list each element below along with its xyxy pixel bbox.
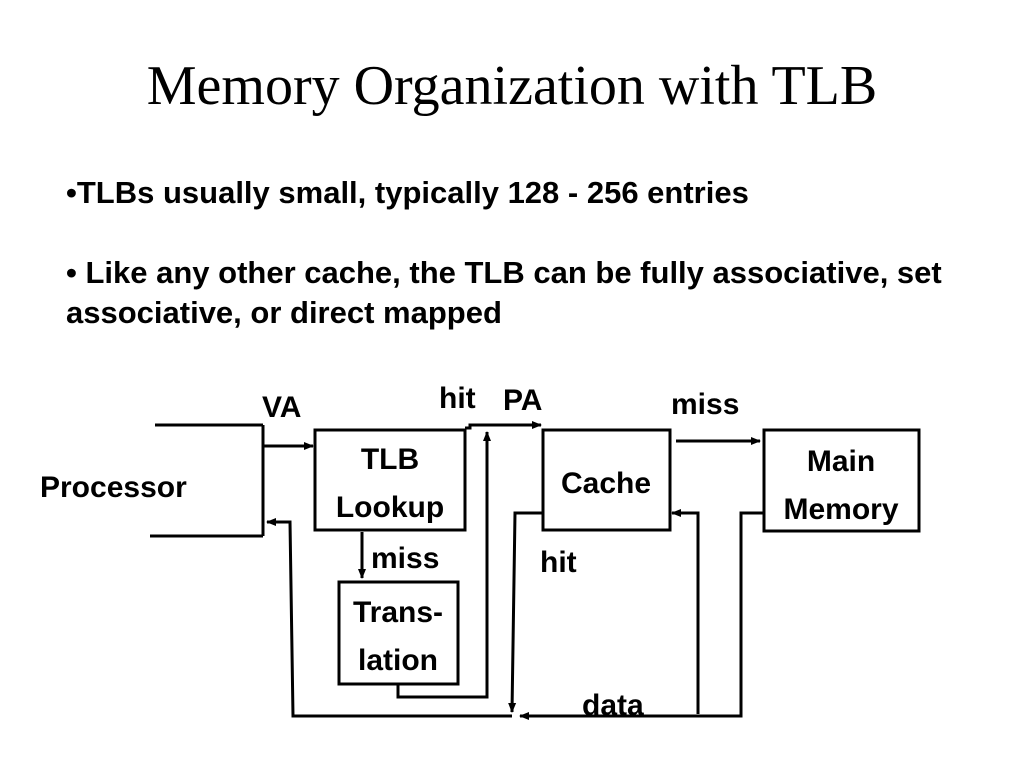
tlb-lookup-box [313,428,467,532]
cache-label: Cache [561,467,651,500]
tlb-miss-label: miss [371,542,439,575]
bullet-tlb-size: •TLBs usually small, typically 128 - 256… [66,175,749,210]
tlb-hit-label: hit [439,382,476,415]
data-label: data [582,689,644,722]
data-to-cache-line [671,509,700,714]
main-memory-box [762,428,921,533]
cache-hit-line [508,511,543,713]
slide-title: Memory Organization with TLB [146,55,878,117]
bullet-tlb-associativity: • Like any other cache, the TLB can be f… [66,255,942,330]
main-memory-label-line2: Memory [783,493,898,526]
cache-miss-label: miss [671,388,739,421]
translation-label-line2: lation [358,644,438,677]
tlb-label-line2: Lookup [336,491,444,524]
processor-block [150,423,265,538]
cache-box [541,428,672,532]
translation-label-line1: Trans- [353,596,443,629]
tlb-label-line1: TLB [361,443,419,476]
pa-arrow [465,421,542,430]
processor-label: Processor [40,471,187,504]
pa-label: PA [503,384,542,417]
cache-hit-label: hit [540,546,577,579]
data-to-processor-line [266,518,512,718]
translation-return-line [396,431,491,699]
main-memory-label-line1: Main [807,445,875,478]
va-label: VA [262,391,301,424]
memory-data-line [519,511,764,720]
